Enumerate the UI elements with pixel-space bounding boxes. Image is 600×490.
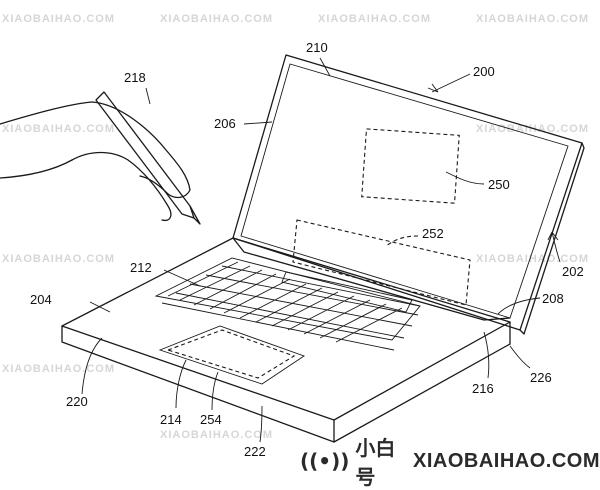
arrow-200 xyxy=(427,83,439,93)
ref-200: 200 xyxy=(473,64,495,79)
ref-226: 226 xyxy=(530,370,552,385)
leader-206 xyxy=(243,121,273,125)
lid-bezel xyxy=(232,54,583,331)
watermark-tiles: XIAOBAIHAO.COM XIAOBAIHAO.COM XIAOBAIHAO… xyxy=(2,13,589,441)
watermark-tile: XIAOBAIHAO.COM xyxy=(2,13,115,25)
ref-254: 254 xyxy=(200,412,222,427)
hand-fingers xyxy=(71,151,172,222)
keys xyxy=(161,261,421,351)
watermark-tile: XIAOBAIHAO.COM xyxy=(160,13,273,25)
watermark-brand: 小白号 xyxy=(355,436,396,489)
ref-208: 208 xyxy=(542,291,564,306)
leader-226 xyxy=(509,345,531,369)
leader-lines xyxy=(81,57,561,443)
ref-212: 212 xyxy=(130,260,152,275)
keyboard-area xyxy=(154,257,421,341)
leader-208 xyxy=(497,297,541,315)
leader-222 xyxy=(259,405,263,443)
base-front-face xyxy=(61,325,335,443)
ref-202: 202 xyxy=(562,264,584,279)
ref-220: 220 xyxy=(66,394,88,409)
ref-214: 214 xyxy=(160,412,182,427)
region-252 xyxy=(292,219,471,306)
reference-numerals: 210 200 218 206 250 252 212 202 208 204 … xyxy=(30,40,584,459)
ref-250: 250 xyxy=(488,177,510,192)
region-254 xyxy=(166,329,296,379)
leader-250 xyxy=(445,171,485,185)
watermark-tile: XIAOBAIHAO.COM xyxy=(160,429,273,441)
leader-218 xyxy=(145,87,151,105)
leader-216 xyxy=(483,331,490,379)
leader-214 xyxy=(175,359,187,409)
leader-220 xyxy=(81,337,103,395)
watermark-tile: XIAOBAIHAO.COM xyxy=(476,13,589,25)
stylus-tip xyxy=(189,205,201,225)
trackpad xyxy=(158,325,305,385)
hand-with-stylus xyxy=(0,91,201,225)
watermark-tile: XIAOBAIHAO.COM xyxy=(318,13,431,25)
leader-200 xyxy=(431,73,471,93)
watermark-site: XIAOBAIHAO.COM xyxy=(413,449,600,472)
watermark-tile: XIAOBAIHAO.COM xyxy=(476,123,589,135)
laptop-base xyxy=(61,237,511,443)
ref-222: 222 xyxy=(244,444,266,459)
watermark-footer: ((•)) 小白号 XIAOBAIHAO.COM xyxy=(300,436,600,489)
leader-202 xyxy=(551,231,561,263)
hinge xyxy=(232,237,511,321)
ref-206: 206 xyxy=(214,116,236,131)
ref-216: 216 xyxy=(472,381,494,396)
watermark-tile: XIAOBAIHAO.COM xyxy=(2,253,115,265)
watermark-tile: XIAOBAIHAO.COM xyxy=(2,363,115,375)
ref-210: 210 xyxy=(306,40,328,55)
display-lid xyxy=(232,54,585,335)
leader-212 xyxy=(163,269,201,287)
leader-210 xyxy=(319,57,331,77)
forearm-top xyxy=(0,101,93,125)
touch-bar xyxy=(281,271,413,313)
ref-252: 252 xyxy=(422,226,444,241)
forearm-bottom xyxy=(0,159,73,179)
stylus-body xyxy=(95,91,195,219)
watermark-tile: XIAOBAIHAO.COM xyxy=(2,123,115,135)
region-250 xyxy=(361,128,460,204)
leader-254 xyxy=(211,371,219,411)
ref-218: 218 xyxy=(124,70,146,85)
ref-204: 204 xyxy=(30,292,52,307)
broadcast-icon: ((•)) xyxy=(300,449,350,473)
leader-204 xyxy=(89,301,111,313)
hand-back xyxy=(91,101,191,199)
arrow-202 xyxy=(547,231,559,241)
base-side-face xyxy=(333,321,511,443)
